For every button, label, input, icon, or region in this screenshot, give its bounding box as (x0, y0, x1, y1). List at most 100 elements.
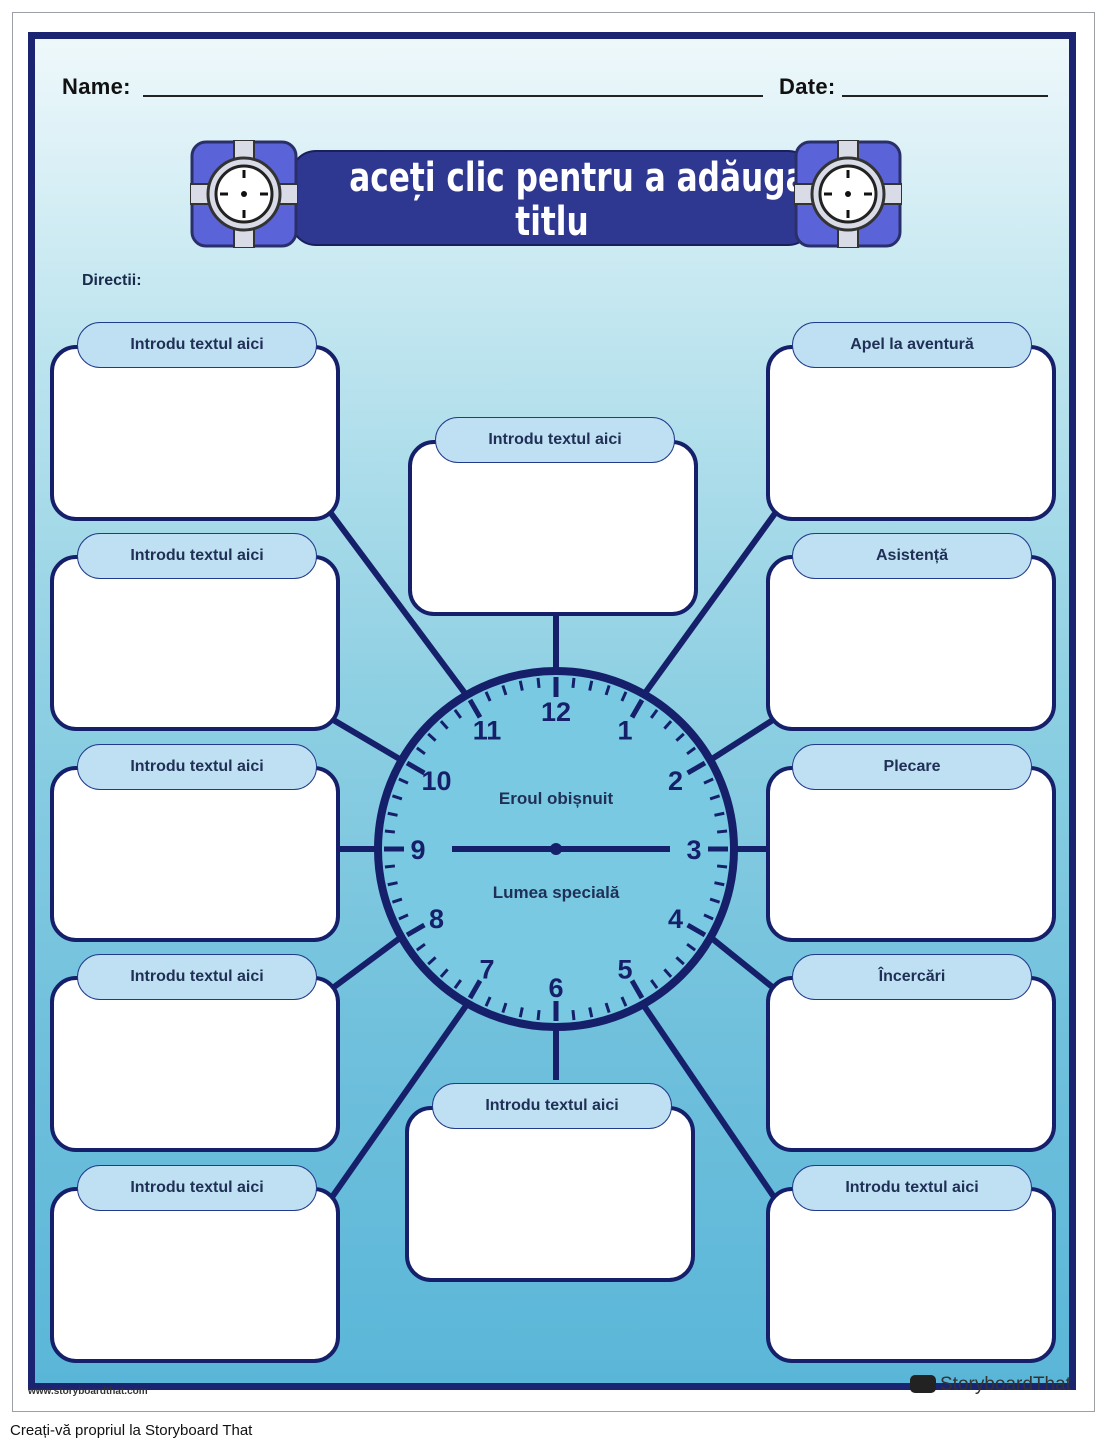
clock-label-bottom: Lumea specială (493, 883, 620, 902)
clock-tick-minor (536, 677, 541, 689)
text-box-right-4[interactable] (766, 976, 1056, 1152)
clock-tick-minor (620, 996, 628, 1007)
text-box-right-1[interactable] (766, 345, 1056, 521)
clock-tick-minor (398, 913, 409, 921)
name-line[interactable] (143, 95, 763, 97)
clock-tick-minor (391, 794, 403, 801)
clock-tick-minor (571, 677, 576, 689)
clock-tick-minor (387, 881, 398, 887)
clock-tick-minor (398, 777, 409, 785)
clock-tick-minor (501, 684, 508, 696)
clock-tick-major (629, 979, 645, 1000)
clock-tick-minor (663, 720, 673, 730)
watermark-logo: StoryboardThat (910, 1374, 1071, 1396)
box-label-left-4[interactable]: Introdu textul aici (77, 954, 317, 1000)
clock-tick-minor (391, 897, 403, 904)
clock-tick-minor (453, 708, 462, 719)
clock-number-4: 4 (668, 904, 683, 934)
text-box-left-4[interactable] (50, 976, 340, 1152)
name-label: Name: (62, 74, 131, 99)
clock-number-11: 11 (473, 715, 502, 745)
text-box-left-3[interactable] (50, 766, 340, 942)
clock-tick-minor (384, 829, 396, 834)
connector-right-2 (702, 715, 778, 767)
clock-tick-minor (675, 956, 685, 966)
connector-right-5 (637, 998, 779, 1202)
clock-center (550, 843, 562, 855)
clock-tick-minor (518, 680, 524, 691)
box-label-bottom-center[interactable]: Introdu textul aici (432, 1083, 672, 1129)
clock-tick-major (686, 760, 707, 776)
clock-tick-minor (675, 732, 685, 742)
clock-icon (190, 140, 298, 248)
clock-number-2: 2 (668, 766, 683, 796)
clock-tick-major (467, 698, 483, 719)
connector-left-5 (327, 998, 473, 1202)
box-label-right-2[interactable]: Asistență (792, 533, 1032, 579)
title-banner[interactable]: aceți clic pentru a adăuga titlu (290, 150, 814, 246)
clock-tick-minor (571, 1009, 576, 1021)
clock-tick-minor (439, 720, 449, 730)
clock-tick-minor (716, 864, 728, 869)
box-label-left-5[interactable]: Introdu textul aici (77, 1165, 317, 1211)
clock-tick-minor (501, 1002, 508, 1014)
clock-tick-minor (709, 897, 721, 904)
clock-number-6: 6 (548, 973, 563, 1003)
watermark-url: www.storyboardthat.com (28, 1386, 148, 1397)
clock-number-5: 5 (617, 955, 632, 985)
clock-number-3: 3 (686, 835, 701, 865)
footer-text[interactable]: Creați-vă propriul la Storyboard That (10, 1422, 253, 1439)
connector-left-4 (328, 929, 410, 993)
text-box-left-1[interactable] (50, 345, 340, 521)
text-box-left-5[interactable] (50, 1187, 340, 1363)
box-label-left-1[interactable]: Introdu textul aici (77, 322, 317, 368)
text-box-top-center[interactable] (408, 440, 698, 616)
box-label-right-5[interactable]: Introdu textul aici (792, 1165, 1032, 1211)
clock-tick-minor (427, 732, 437, 742)
clock-tick-minor (387, 811, 398, 817)
clock-tick-minor (484, 996, 492, 1007)
clock-tick-minor (604, 1002, 611, 1014)
text-box-left-2[interactable] (50, 555, 340, 731)
box-label-left-3[interactable]: Introdu textul aici (77, 744, 317, 790)
connector-left-2 (328, 715, 410, 767)
clock-tick-minor (518, 1007, 524, 1018)
text-box-bottom-center[interactable] (405, 1106, 695, 1282)
clock-tick-minor (709, 794, 721, 801)
clock-tick-major (467, 979, 483, 1000)
clock-tick-minor (415, 943, 426, 952)
clock-tick-minor (686, 746, 697, 755)
box-label-right-4[interactable]: Încercări (792, 954, 1032, 1000)
text-box-right-2[interactable] (766, 555, 1056, 731)
clock-tick-minor (604, 684, 611, 696)
clock-tick-minor (588, 1007, 594, 1018)
clock-tick-minor (453, 979, 462, 990)
clock-tick-minor (703, 777, 714, 785)
box-label-top-center[interactable]: Introdu textul aici (435, 417, 675, 463)
speech-bubble-icon (910, 1375, 936, 1393)
clock-number-8: 8 (429, 904, 444, 934)
box-label-right-1[interactable]: Apel la aventură (792, 322, 1032, 368)
clock-tick-minor (536, 1009, 541, 1021)
directions-label: Directii: (82, 272, 142, 289)
clock-tick-minor (663, 968, 673, 978)
box-label-left-2[interactable]: Introdu textul aici (77, 533, 317, 579)
connector-lines (327, 510, 779, 1202)
clock-tick-minor (703, 913, 714, 921)
connector-right-1 (637, 510, 779, 702)
clock-tick-minor (620, 691, 628, 702)
box-label-right-3[interactable]: Plecare (792, 744, 1032, 790)
text-box-right-5[interactable] (766, 1187, 1056, 1363)
clock-tick-minor (427, 956, 437, 966)
clock-tick-major (405, 760, 426, 776)
clock-label-top: Eroul obișnuit (499, 789, 614, 808)
clock-tick-minor (714, 881, 725, 887)
date-line[interactable] (842, 95, 1048, 97)
watermark-logo-text: StoryboardThat (940, 1374, 1071, 1395)
clock-tick-minor (484, 691, 492, 702)
clock-tick-minor (588, 680, 594, 691)
clock-tick-minor (716, 829, 728, 834)
text-box-right-3[interactable] (766, 766, 1056, 942)
